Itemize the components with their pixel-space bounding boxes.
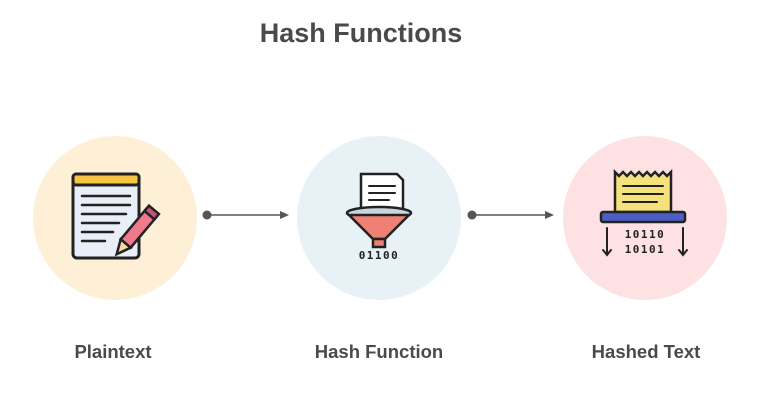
binary-line-2: 10101: [625, 243, 666, 256]
plaintext-label: Plaintext: [74, 341, 152, 362]
arrow-hash-to-hashed: [467, 210, 554, 220]
hash-function-circle: 01100: [297, 136, 461, 300]
hashed-text-circle: 10110 10101: [563, 136, 727, 300]
diagram-title: Hash Functions: [259, 18, 463, 48]
hash-function-label: Hash Function: [314, 341, 444, 362]
shredder-binary-icon: 10110 10101: [599, 168, 688, 257]
plaintext-circle: [33, 136, 197, 300]
binary-line-1: 10110: [625, 228, 666, 241]
arrow-plaintext-to-hash: [202, 210, 289, 220]
document-funnel-icon: 01100: [345, 172, 413, 262]
hashed-text-label: Hashed Text: [591, 341, 701, 362]
notepad-pencil-icon: [71, 172, 161, 260]
binary-output-text: 01100: [359, 249, 400, 262]
